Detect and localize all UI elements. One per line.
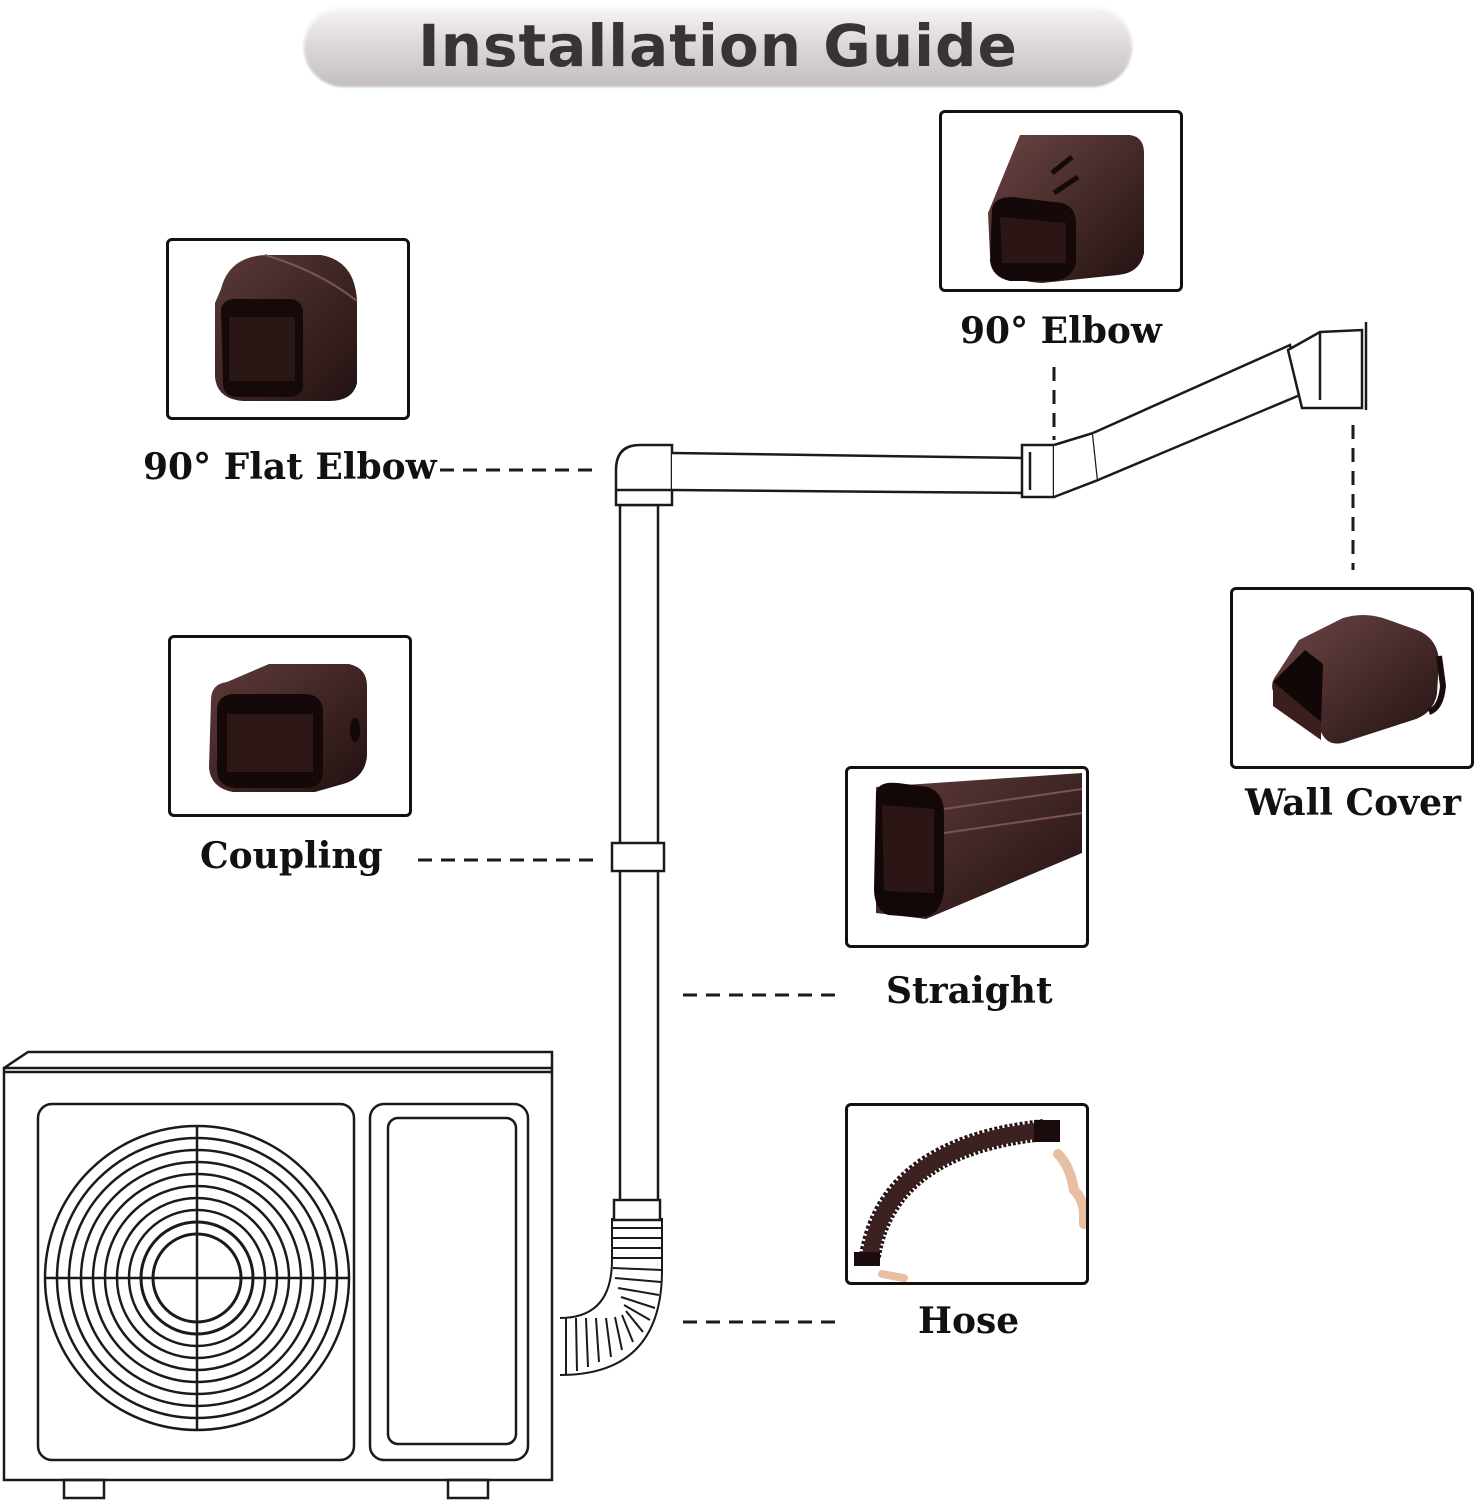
label-hose: Hose [918,1300,1020,1342]
hose-photo [845,1103,1089,1285]
flexible-hose [559,1218,663,1376]
coupling-joint [610,841,666,873]
elbow-joint [1020,443,1056,499]
horizontal-straight-duct [671,451,1027,495]
label-wall-cover: Wall Cover [1245,782,1461,824]
straight-photo [845,766,1089,948]
coupling-photo [168,635,412,817]
fan-grille [43,1124,351,1432]
duct-run [610,322,1368,1222]
page-title: Installation Guide [418,12,1018,80]
leader-lines [418,367,1355,1324]
diagonal-straight-duct [1092,343,1302,482]
flat-elbow-photo [166,238,410,420]
wall-cover-photo [1230,587,1474,769]
wall-cover-joint [1286,328,1364,410]
label-elbow: 90° Elbow [960,310,1162,352]
label-flat-elbow: 90° Flat Elbow [143,446,437,488]
label-straight: Straight [886,970,1053,1012]
outdoor-unit [2,1050,554,1500]
elbow-photo [939,110,1183,292]
label-coupling: Coupling [200,835,383,877]
flat-elbow-joint [614,443,674,507]
title-banner: Installation Guide [304,6,1132,86]
